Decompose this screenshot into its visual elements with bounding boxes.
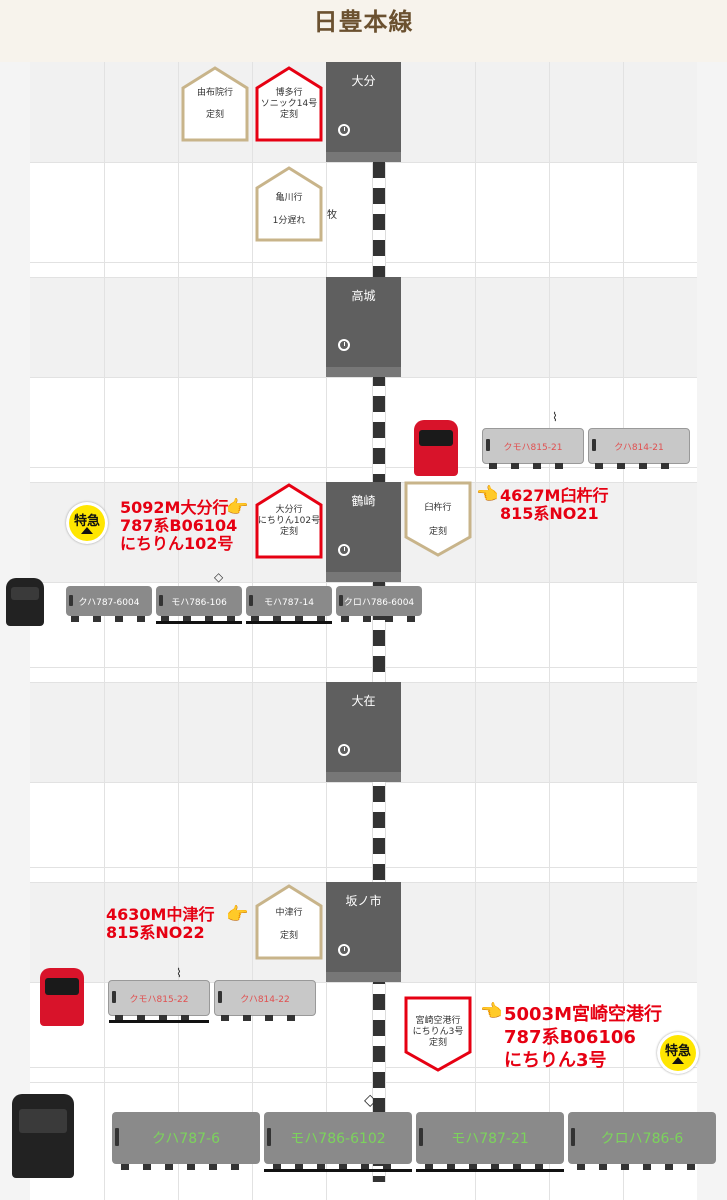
train-car[interactable]: クロハ786-6004 [336, 586, 422, 622]
left-margin [0, 62, 30, 1200]
pantograph-icon: ◇ [214, 570, 224, 584]
station-block[interactable]: 高城 [326, 277, 401, 377]
station-block[interactable]: 大分 [326, 62, 401, 162]
train-tag[interactable]: 臼杵行 定刻 [404, 481, 472, 557]
train-car[interactable]: モハ786-6102 [264, 1112, 412, 1172]
clock-icon [338, 124, 350, 136]
train-note: 5092M大分行 787系B06104 にちりん102号 [120, 498, 238, 553]
pantograph-icon: ⌇ [176, 966, 182, 980]
train-car[interactable]: クハ787-6 [112, 1112, 260, 1170]
station-name: 大分 [351, 74, 376, 88]
clock-icon [338, 744, 350, 756]
station-block[interactable]: 大在 [326, 682, 401, 782]
right-margin [697, 62, 727, 1200]
train-car[interactable]: クモハ815-21 [482, 428, 584, 469]
arrow-up-icon [672, 1057, 684, 1064]
train-car[interactable]: クハ814-22 [214, 980, 316, 1021]
train-cab [40, 968, 84, 1026]
pointing-hand-icon: 👈 [476, 484, 499, 505]
train-car[interactable]: モハ787-21 [416, 1112, 564, 1172]
station-name: 高城 [351, 289, 376, 303]
station-name: 大在 [351, 694, 376, 708]
pantograph-icon: ◇ [364, 1090, 377, 1109]
limited-express-badge: 特急 [657, 1032, 699, 1074]
train-cab [414, 420, 458, 476]
train-tag[interactable]: 博多行 ソニック14号 定刻 [255, 66, 323, 142]
station-block[interactable]: 鶴崎 [326, 482, 401, 582]
train-car[interactable]: モハ786-106 [156, 586, 242, 624]
train-tag[interactable]: 中津行 定刻 [255, 884, 323, 960]
stub-label: 牧 [327, 210, 337, 221]
train-cab [12, 1094, 74, 1178]
train-car[interactable]: モハ787-14 [246, 586, 332, 624]
train-tag[interactable]: 亀川行 1分遅れ [255, 166, 323, 242]
train-note: 5003M宮崎空港行 787系B06106 にちりん3号 [504, 1004, 663, 1071]
page-title: 日豊本線 [313, 8, 414, 36]
pointing-hand-icon: 👈 [480, 1001, 503, 1022]
limited-express-badge: 特急 [66, 502, 108, 544]
pointing-hand-icon: 👉 [226, 904, 249, 925]
train-note: 4627M臼杵行 815系NO21 [500, 486, 609, 523]
station-name: 鶴崎 [351, 494, 376, 508]
train-tag[interactable]: 宮崎空港行 にちりん3号 定刻 [404, 996, 472, 1072]
train-tag[interactable]: 大分行 にちりん102号 定刻 [255, 483, 323, 559]
train-cab [6, 578, 44, 626]
train-note: 4630M中津行 815系NO22 [106, 905, 215, 942]
clock-icon [338, 944, 350, 956]
train-car[interactable]: クモハ815-22 [108, 980, 210, 1023]
pantograph-icon: ⌇ [552, 410, 558, 424]
pointing-hand-icon: 👉 [226, 497, 249, 518]
train-car[interactable]: クロハ786-6 [568, 1112, 716, 1170]
train-tag[interactable]: 由布院行 定刻 [181, 66, 249, 142]
train-car[interactable]: クハ814-21 [588, 428, 690, 469]
station-name: 坂ノ市 [345, 894, 382, 908]
station-block[interactable]: 坂ノ市 [326, 882, 401, 982]
arrow-up-icon [81, 527, 93, 534]
clock-icon [338, 339, 350, 351]
clock-icon [338, 544, 350, 556]
train-car[interactable]: クハ787-6004 [66, 586, 152, 622]
header-bar: 日豊本線 [0, 0, 727, 62]
